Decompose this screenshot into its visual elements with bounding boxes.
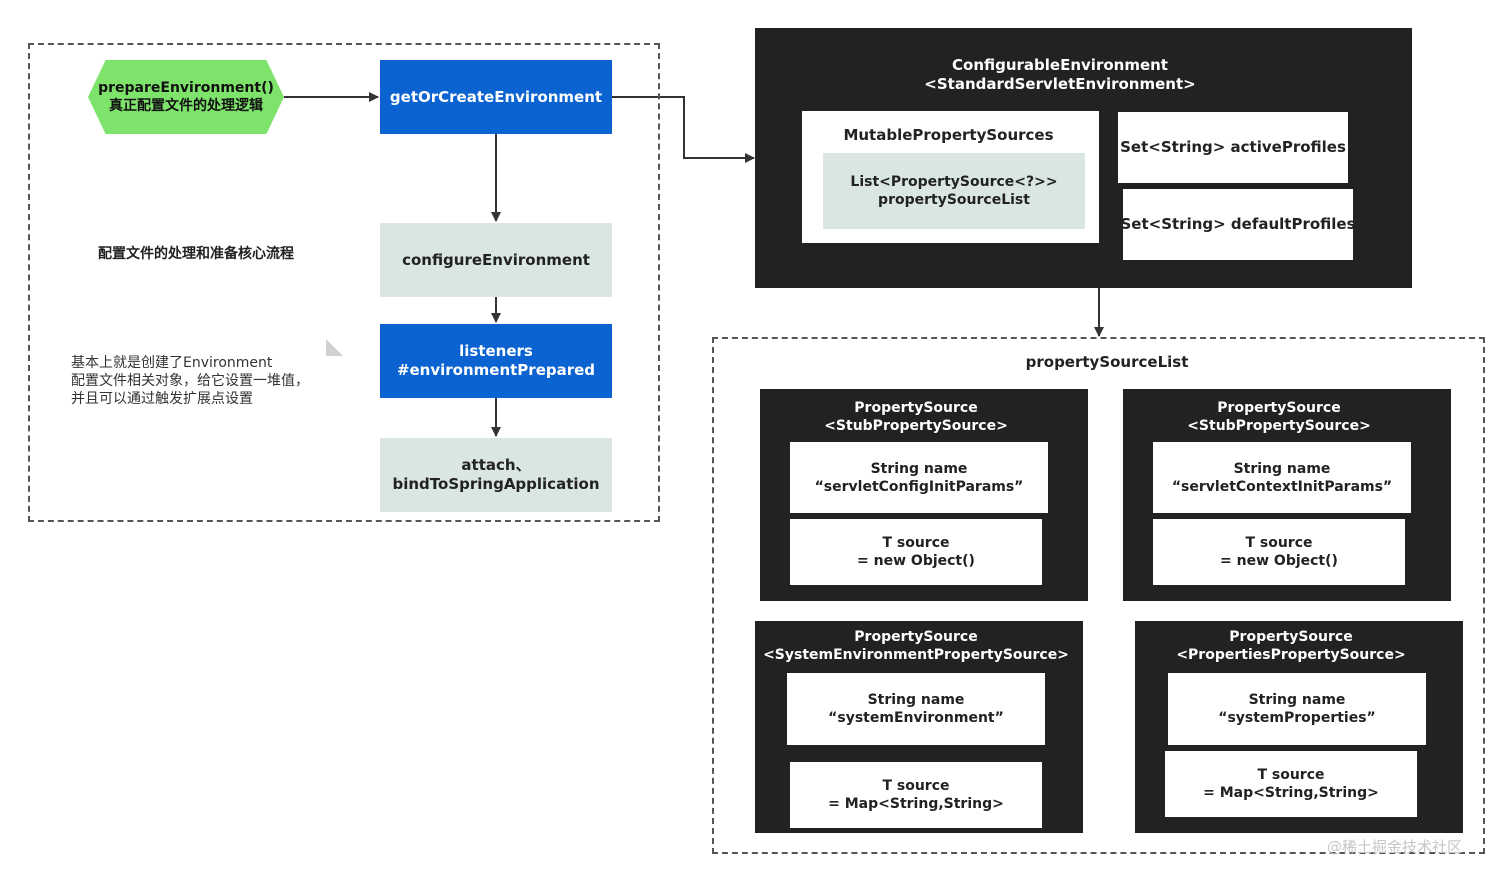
flow-note-line1: 基本上就是创建了Environment (71, 355, 273, 371)
flow-note-line2: 配置文件相关对象，给它设置一堆值， (71, 373, 309, 389)
property-source-name-field: String name “servletContextInitParams” (1153, 442, 1411, 513)
name-field-type: String name (1233, 460, 1331, 477)
name-field-type: String name (867, 692, 965, 708)
configure-environment-node: configureEnvironment (380, 223, 612, 297)
core-flow-label: 配置文件的处理和准备核心流程 (98, 246, 294, 262)
flow-note: 基本上就是创建了Environment 配置文件相关对象，给它设置一堆值， 并且… (71, 354, 309, 408)
source-field-value: = Map<String,String> (1203, 785, 1379, 801)
source-field-type: T source (1257, 767, 1325, 783)
property-source-title-line1: PropertySource (854, 629, 978, 645)
source-field-value: = new Object() (1220, 553, 1338, 569)
source-field-type: T source (1245, 535, 1313, 551)
note-fold-icon (326, 339, 343, 356)
configure-environment-label: configureEnvironment (402, 250, 590, 269)
attach-node: attach、 bindToSpringApplication (380, 438, 612, 512)
listeners-line1: listeners (459, 342, 533, 360)
configurable-environment-title-line1: ConfigurableEnvironment (952, 56, 1168, 74)
attach-line1: attach、 (461, 456, 531, 474)
property-source-list-field: List<PropertySource<?>> propertySourceLi… (823, 153, 1085, 229)
property-source-title-line2: <SystemEnvironmentPropertySource> (763, 647, 1069, 663)
property-source-list-name: propertySourceList (878, 192, 1030, 208)
property-source-title-line1: PropertySource (1229, 629, 1353, 645)
prepare-environment-node: prepareEnvironment() 真正配置文件的处理逻辑 (88, 60, 284, 134)
property-source-name-field: String name “systemProperties” (1168, 673, 1426, 745)
prepare-environment-desc: 真正配置文件的处理逻辑 (109, 98, 263, 114)
name-field-value: “systemEnvironment” (828, 710, 1004, 726)
mutable-property-sources-title: MutablePropertySources (843, 126, 1054, 144)
default-profiles-label: Set<String> defaultProfiles (1120, 215, 1356, 233)
property-source-list-title: propertySourceList (1025, 353, 1189, 371)
active-profiles-label: Set<String> activeProfiles (1120, 138, 1346, 156)
source-field-value: = Map<String,String> (828, 796, 1004, 812)
listeners-line2: #environmentPrepared (396, 361, 596, 379)
property-source-list-type: List<PropertySource<?>> (850, 174, 1058, 190)
get-or-create-label: getOrCreateEnvironment (389, 87, 603, 106)
name-field-value: “servletContextInitParams” (1171, 478, 1393, 495)
property-source-list-panel (712, 337, 1485, 854)
get-or-create-environment-node: getOrCreateEnvironment (380, 60, 612, 134)
source-field-type: T source (882, 535, 950, 551)
prepare-environment-method: prepareEnvironment() (98, 80, 274, 96)
property-source-source-field: T source = Map<String,String> (1165, 751, 1417, 817)
property-source-title: PropertySource <PropertiesPropertySource… (1135, 628, 1447, 664)
configurable-environment-title-line2: <StandardServletEnvironment> (924, 75, 1196, 93)
property-source-title: PropertySource <StubPropertySource> (760, 399, 1072, 435)
listeners-node: listeners #environmentPrepared (380, 324, 612, 398)
left-process-panel (28, 43, 660, 522)
source-field-type: T source (882, 778, 950, 794)
property-source-title-line2: <StubPropertySource> (824, 418, 1008, 434)
name-field-value: “systemProperties” (1218, 710, 1376, 726)
property-source-name-field: String name “systemEnvironment” (787, 673, 1045, 745)
source-field-value: = new Object() (857, 553, 975, 569)
flow-note-line3: 并且可以通过触发扩展点设置 (71, 391, 253, 407)
name-field-type: String name (1248, 692, 1346, 708)
name-field-type: String name (870, 460, 968, 477)
property-source-title: PropertySource <SystemEnvironmentPropert… (755, 628, 1077, 664)
default-profiles-field: Set<String> defaultProfiles (1120, 189, 1356, 260)
property-source-source-field: T source = new Object() (790, 519, 1042, 585)
attach-line2: bindToSpringApplication (392, 475, 600, 493)
configurable-environment-title: ConfigurableEnvironment <StandardServlet… (755, 56, 1365, 94)
property-source-source-field: T source = Map<String,String> (790, 762, 1042, 828)
property-source-source-field: T source = new Object() (1153, 519, 1405, 585)
watermark-text: @稀土掘金技术社区 (1327, 838, 1463, 856)
property-source-title-line1: PropertySource (1217, 400, 1341, 416)
property-source-title-line1: PropertySource (854, 400, 978, 416)
active-profiles-field: Set<String> activeProfiles (1118, 112, 1348, 183)
property-source-title-line2: <PropertiesPropertySource> (1176, 647, 1406, 663)
property-source-title-line2: <StubPropertySource> (1187, 418, 1371, 434)
property-source-name-field: String name “servletConfigInitParams” (790, 442, 1048, 513)
name-field-value: “servletConfigInitParams” (814, 478, 1024, 495)
property-source-title: PropertySource <StubPropertySource> (1123, 399, 1435, 435)
